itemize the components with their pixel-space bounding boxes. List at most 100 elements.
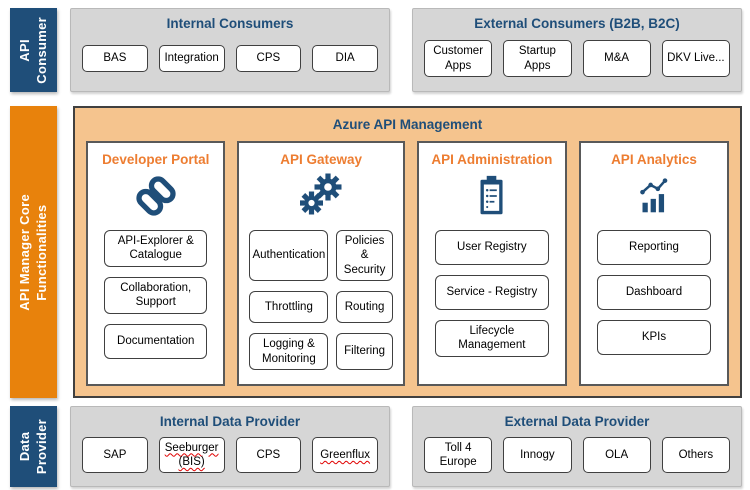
item-label-filtering: Filtering bbox=[344, 345, 386, 358]
item-label-user-registry: User Registry bbox=[457, 241, 527, 254]
external-data-provider-items: Toll 4 Europe Innogy OLA Others bbox=[424, 436, 730, 474]
item-box-user-registry: User Registry bbox=[434, 230, 549, 265]
item-box-authentication: Authentication bbox=[249, 230, 329, 282]
item-label-api-explorer-catalogue: API-Explorer & Catalogue bbox=[117, 235, 194, 262]
internal-consumers-title: Internal Consumers bbox=[166, 16, 294, 31]
item-box-seeburger-bis: Seeburger (BIS) bbox=[158, 436, 225, 474]
internal-data-provider-title: Internal Data Provider bbox=[159, 414, 301, 429]
item-label-toll-4-europe: Toll 4 Europe bbox=[439, 441, 477, 468]
core-panel-title-api-gateway: API Gateway bbox=[280, 152, 363, 167]
item-label-kpis: KPIs bbox=[641, 331, 667, 344]
item-box-ola: OLA bbox=[582, 436, 651, 474]
core-panel-api-gateway: API Gateway Authentication Policies & Sec… bbox=[237, 141, 405, 386]
side-label-line1: API bbox=[16, 38, 32, 62]
item-box-dia: DIA bbox=[312, 45, 378, 72]
item-box-toll-4-europe: Toll 4 Europe bbox=[424, 436, 493, 474]
item-label-policies-security: Policies & Security bbox=[343, 235, 386, 276]
side-label-line2: Functionalities bbox=[33, 203, 49, 301]
item-box-others: Others bbox=[661, 436, 730, 474]
item-label-collaboration-support: Collaboration, Support bbox=[120, 281, 192, 309]
chain-link-icon bbox=[97, 170, 214, 222]
item-box-lifecycle-management: Lifecycle Management bbox=[434, 320, 549, 357]
internal-data-provider-panel: Internal Data Provider SAP Seeburger (BIS… bbox=[70, 406, 390, 487]
side-label-line2: Provider bbox=[33, 418, 49, 475]
bar-chart-icon bbox=[590, 170, 718, 222]
external-consumers-items: Customer Apps Startup Apps M&A DKV Live... bbox=[424, 40, 730, 77]
internal-data-provider-items: SAP Seeburger (BIS) CPS Greenflux bbox=[82, 436, 378, 474]
item-label-sap: SAP bbox=[103, 448, 127, 461]
item-box-cps: CPS bbox=[235, 45, 302, 72]
item-box-dkv-live: DKV Live... bbox=[661, 40, 730, 77]
core-panel-title-api-analytics: API Analytics bbox=[611, 152, 697, 167]
item-label-dkv-live: DKV Live... bbox=[667, 52, 725, 65]
side-label-line1: Data bbox=[16, 431, 32, 462]
item-box-cps: CPS bbox=[235, 436, 302, 474]
item-box-innogy: Innogy bbox=[503, 436, 572, 474]
item-label-others: Others bbox=[678, 448, 714, 461]
item-label-reporting: Reporting bbox=[629, 241, 679, 254]
item-box-collaboration-support: Collaboration, Support bbox=[104, 276, 208, 314]
item-label-lifecycle-management: Lifecycle Management bbox=[458, 325, 526, 352]
side-label-line1: API Manager Core bbox=[16, 193, 32, 311]
item-label-logging-monitoring: Logging & Monitoring bbox=[262, 338, 316, 365]
azure-api-management-container: Azure API Management Developer Portal AP… bbox=[73, 106, 742, 398]
item-label-greenflux: Greenflux bbox=[320, 448, 371, 461]
side-label-line2: Consumer bbox=[33, 16, 49, 84]
item-label-cps: CPS bbox=[256, 52, 281, 65]
item-label-customer-apps: Customer Apps bbox=[433, 45, 484, 72]
item-box-routing: Routing bbox=[336, 291, 393, 324]
item-label-dia: DIA bbox=[335, 52, 355, 65]
item-box-throttling: Throttling bbox=[249, 291, 329, 324]
core-panels-row: Developer Portal API-Explorer & Catalogu… bbox=[86, 141, 730, 386]
item-label-throttling: Throttling bbox=[264, 300, 313, 313]
external-consumers-panel: External Consumers (B2B, B2C) Customer A… bbox=[412, 8, 742, 92]
item-box-greenflux: Greenflux bbox=[312, 436, 378, 474]
item-box-sap: SAP bbox=[82, 436, 148, 474]
internal-consumers-items: BAS Integration CPS DIA bbox=[82, 45, 378, 72]
item-label-m-a: M&A bbox=[604, 52, 630, 65]
item-label-integration: Integration bbox=[164, 52, 219, 65]
item-box-reporting: Reporting bbox=[596, 230, 712, 265]
item-label-innogy: Innogy bbox=[520, 448, 555, 461]
item-label-cps: CPS bbox=[256, 448, 281, 461]
item-box-documentation: Documentation bbox=[104, 323, 208, 359]
item-label-startup-apps: Startup Apps bbox=[518, 45, 556, 72]
item-box-startup-apps: Startup Apps bbox=[503, 40, 572, 77]
item-box-logging-monitoring: Logging & Monitoring bbox=[249, 333, 329, 370]
item-box-integration: Integration bbox=[158, 45, 225, 72]
gears-icon bbox=[248, 170, 393, 222]
item-box-customer-apps: Customer Apps bbox=[424, 40, 493, 77]
item-label-seeburger-bis: Seeburger (BIS) bbox=[164, 441, 219, 468]
internal-consumers-panel: Internal Consumers BAS Integration CPS DIA bbox=[70, 8, 390, 92]
item-label-ola: OLA bbox=[605, 448, 629, 461]
item-label-service-registry: Service - Registry bbox=[446, 286, 538, 299]
clipboard-icon bbox=[428, 170, 556, 222]
item-box-api-explorer-catalogue: API-Explorer & Catalogue bbox=[104, 230, 208, 267]
external-consumers-title: External Consumers (B2B, B2C) bbox=[474, 16, 680, 31]
core-panel-title-api-administration: API Administration bbox=[431, 152, 553, 167]
item-label-documentation: Documentation bbox=[117, 334, 195, 347]
item-box-service-registry: Service - Registry bbox=[434, 275, 549, 310]
item-label-authentication: Authentication bbox=[252, 249, 326, 262]
item-box-filtering: Filtering bbox=[336, 333, 393, 370]
item-label-dashboard: Dashboard bbox=[625, 286, 683, 299]
item-box-kpis: KPIs bbox=[596, 320, 712, 355]
item-box-bas: BAS bbox=[82, 45, 148, 72]
item-box-policies-security: Policies & Security bbox=[336, 230, 393, 282]
item-label-bas: BAS bbox=[103, 52, 127, 65]
item-label-routing: Routing bbox=[344, 300, 385, 313]
core-panel-title-developer-portal: Developer Portal bbox=[102, 152, 210, 167]
